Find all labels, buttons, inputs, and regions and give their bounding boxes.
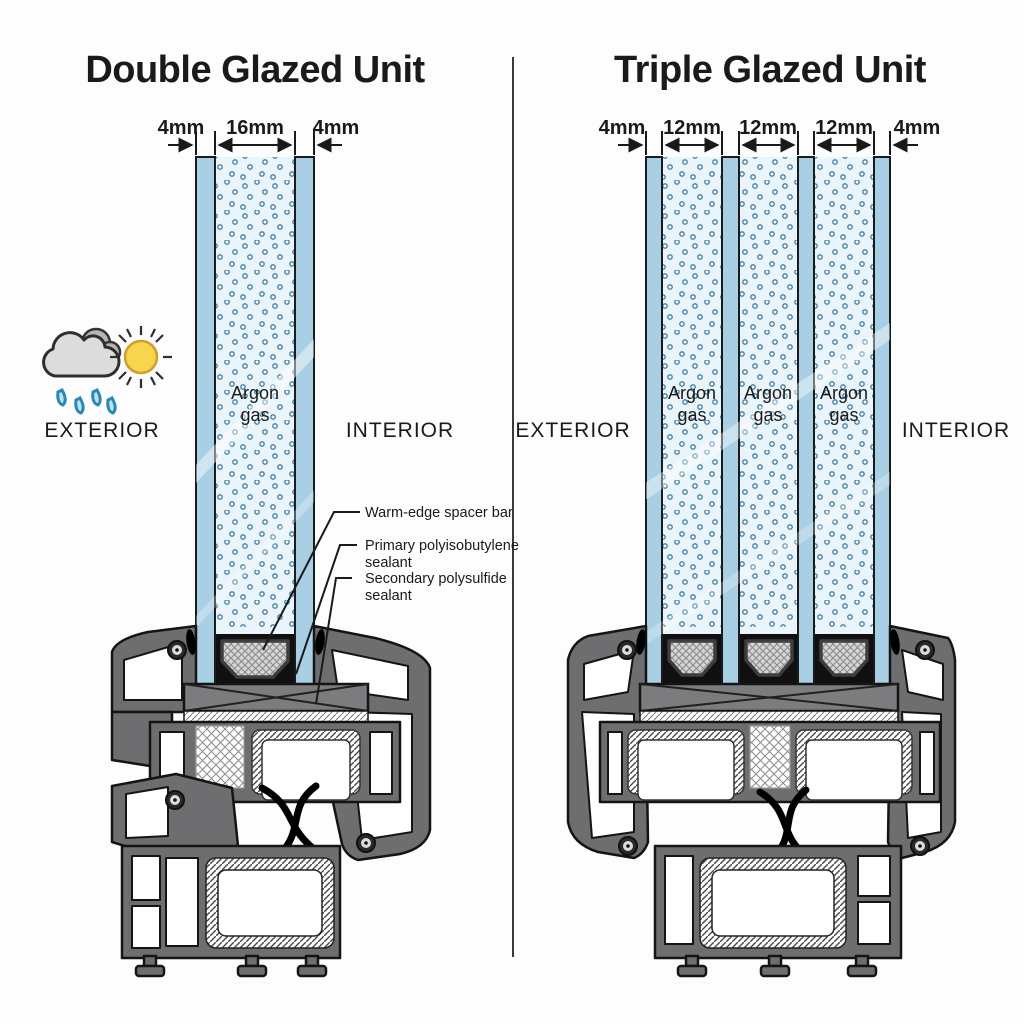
right-dim-4: 12mm [815, 117, 873, 139]
left-frame-profile [110, 624, 432, 978]
warm-edge-spacer [667, 639, 717, 677]
left-exterior-label: EXTERIOR [44, 419, 159, 442]
right-title: Triple Glazed Unit [614, 49, 927, 91]
right-dim-2: 12mm [663, 117, 721, 139]
right-frame-profile [566, 624, 957, 978]
screw [167, 640, 187, 660]
glass-pane [873, 156, 891, 685]
argon-gas-dots [814, 157, 874, 627]
rain-drops [56, 388, 117, 415]
argon-gas-label: gas [829, 405, 858, 425]
left-dim-outer-pane: 4mm [158, 117, 205, 139]
screw [910, 836, 930, 856]
argon-gas-label: gas [677, 405, 706, 425]
screw [617, 640, 637, 660]
callout-secondary-sealant: Secondary polysulfide [365, 571, 507, 587]
argon-gas-label: Argon [820, 383, 868, 403]
callout-spacer-bar: Warm-edge spacer bar [365, 505, 513, 521]
frame-gasket [258, 784, 322, 856]
argon-gas-label: Argon [744, 383, 792, 403]
glass-reflection [196, 339, 314, 628]
left-dim-cavity: 16mm [226, 117, 284, 139]
right-interior-label: INTERIOR [902, 419, 1010, 442]
screw [618, 836, 638, 856]
left-interior-label: INTERIOR [346, 419, 454, 442]
glazing-gasket [636, 629, 646, 655]
left-title: Double Glazed Unit [85, 49, 425, 91]
seat-hatch-strip [183, 710, 369, 723]
glass-pane-interior [294, 156, 315, 685]
argon-gas-dots [739, 157, 798, 627]
glazing-gasket [890, 629, 900, 655]
argon-gas-label: Argon [668, 383, 716, 403]
callout-primary-sealant: sealant [365, 555, 412, 571]
insulation-block [749, 725, 791, 789]
screw [165, 790, 185, 810]
right-dim-5: 4mm [894, 117, 941, 139]
left-dimension-lines [168, 131, 342, 155]
double-glazed-unit: Double Glazed Unit 4mm 16mm 4mm [42, 49, 519, 978]
left-callouts: Warm-edge spacer bar Primary polyisobuty… [262, 505, 519, 705]
right-dim-3: 12mm [739, 117, 797, 139]
rain-cloud-icon [42, 327, 122, 415]
triple-glazed-unit: Triple Glazed Unit 4mm 12mm 12mm 12mm 4m… [515, 49, 1010, 978]
glazing-gasket [186, 629, 196, 655]
glazing-gasket [315, 629, 325, 655]
warm-edge-spacer [819, 639, 869, 677]
glass-pane [721, 156, 740, 685]
argon-gas-dots [662, 157, 722, 627]
insulation-block [195, 725, 245, 789]
warm-edge-spacer [220, 639, 290, 679]
screw [915, 640, 935, 660]
screw [356, 833, 376, 853]
left-glazing-unit: Argon gas [195, 156, 315, 685]
right-dimension-lines [618, 131, 918, 155]
right-glazing-unit: Argon gas Argon gas Argon gas [645, 156, 891, 685]
frame-feet [676, 954, 878, 978]
warm-edge-spacer [744, 639, 794, 677]
glass-pane [797, 156, 815, 685]
glass-reflection [646, 322, 890, 645]
sun-icon [110, 326, 172, 388]
argon-gas-label: Argon [231, 383, 279, 403]
argon-gas-label: gas [240, 405, 269, 425]
callout-secondary-sealant: sealant [365, 588, 412, 604]
argon-gas-label: gas [753, 405, 782, 425]
seat-hatch-strip [639, 710, 899, 723]
right-dim-1: 4mm [599, 117, 646, 139]
right-exterior-label: EXTERIOR [515, 419, 630, 442]
callout-primary-sealant: Primary polyisobutylene [365, 538, 519, 554]
left-dim-inner-pane: 4mm [313, 117, 360, 139]
glass-pane [645, 156, 663, 685]
argon-gas-dots [215, 157, 295, 627]
frame-feet [134, 954, 328, 978]
